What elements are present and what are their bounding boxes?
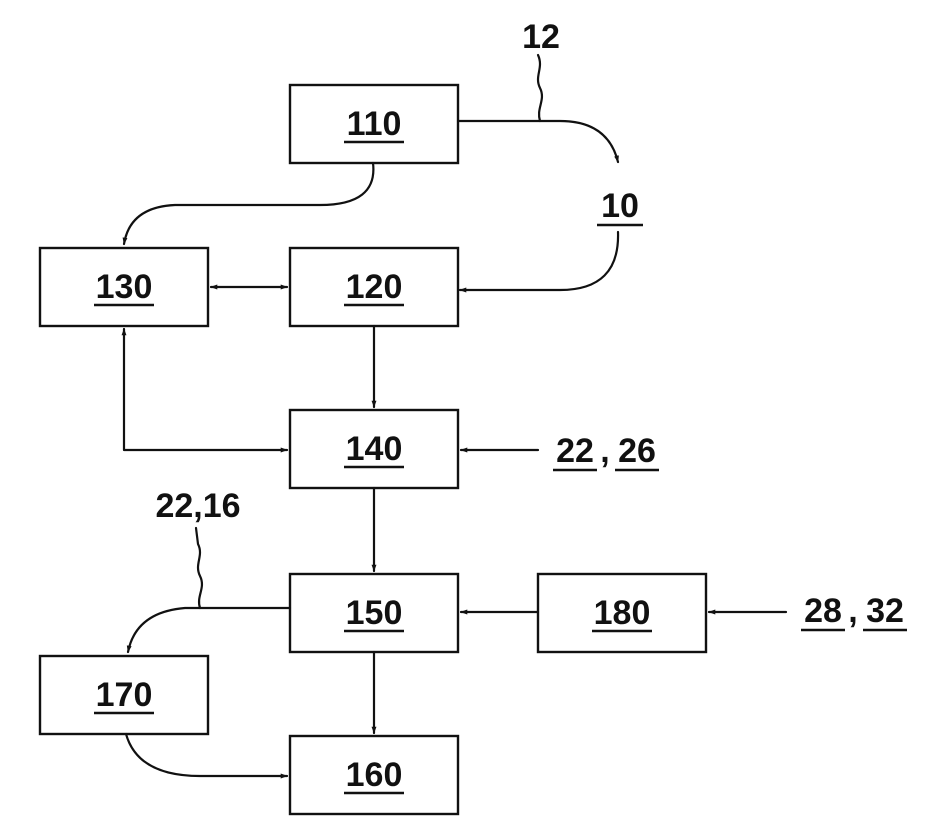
box-170-label: 170 [96, 676, 153, 714]
box-150: 150 [290, 574, 458, 652]
box-130-label: 130 [96, 268, 153, 306]
box-150-label: 150 [346, 594, 403, 632]
box-140-label: 140 [346, 430, 403, 468]
arrow-110-to-10 [458, 121, 618, 162]
box-120-label: 120 [346, 268, 403, 306]
arrow-110-to-130 [124, 163, 373, 244]
box-130: 130 [40, 248, 208, 326]
ref-12: 12 [522, 18, 560, 56]
ref-22-16: 22,16 [155, 487, 240, 525]
box-180: 180 [538, 574, 706, 652]
leader-12 [538, 55, 542, 121]
leader-22-16 [196, 528, 202, 608]
ref-comma-2: , [848, 592, 857, 630]
arrow-170-to-160 [126, 734, 287, 776]
box-110: 110 [290, 85, 458, 163]
ref-22: 22 [556, 432, 594, 470]
arrow-130-140-bidirectional [124, 329, 287, 450]
ref-10: 10 [601, 187, 639, 225]
box-180-label: 180 [594, 594, 651, 632]
arrow-10-to-120 [460, 232, 618, 290]
box-110-label: 110 [347, 105, 402, 143]
box-140: 140 [290, 410, 458, 488]
ref-32: 32 [866, 592, 904, 630]
arrow-150-to-170 [128, 608, 290, 652]
box-170: 170 [40, 656, 208, 734]
box-120: 120 [290, 248, 458, 326]
ref-26: 26 [618, 432, 656, 470]
ref-28: 28 [804, 592, 842, 630]
box-160-label: 160 [346, 756, 403, 794]
ref-comma-1: , [600, 432, 609, 470]
box-160: 160 [290, 736, 458, 814]
